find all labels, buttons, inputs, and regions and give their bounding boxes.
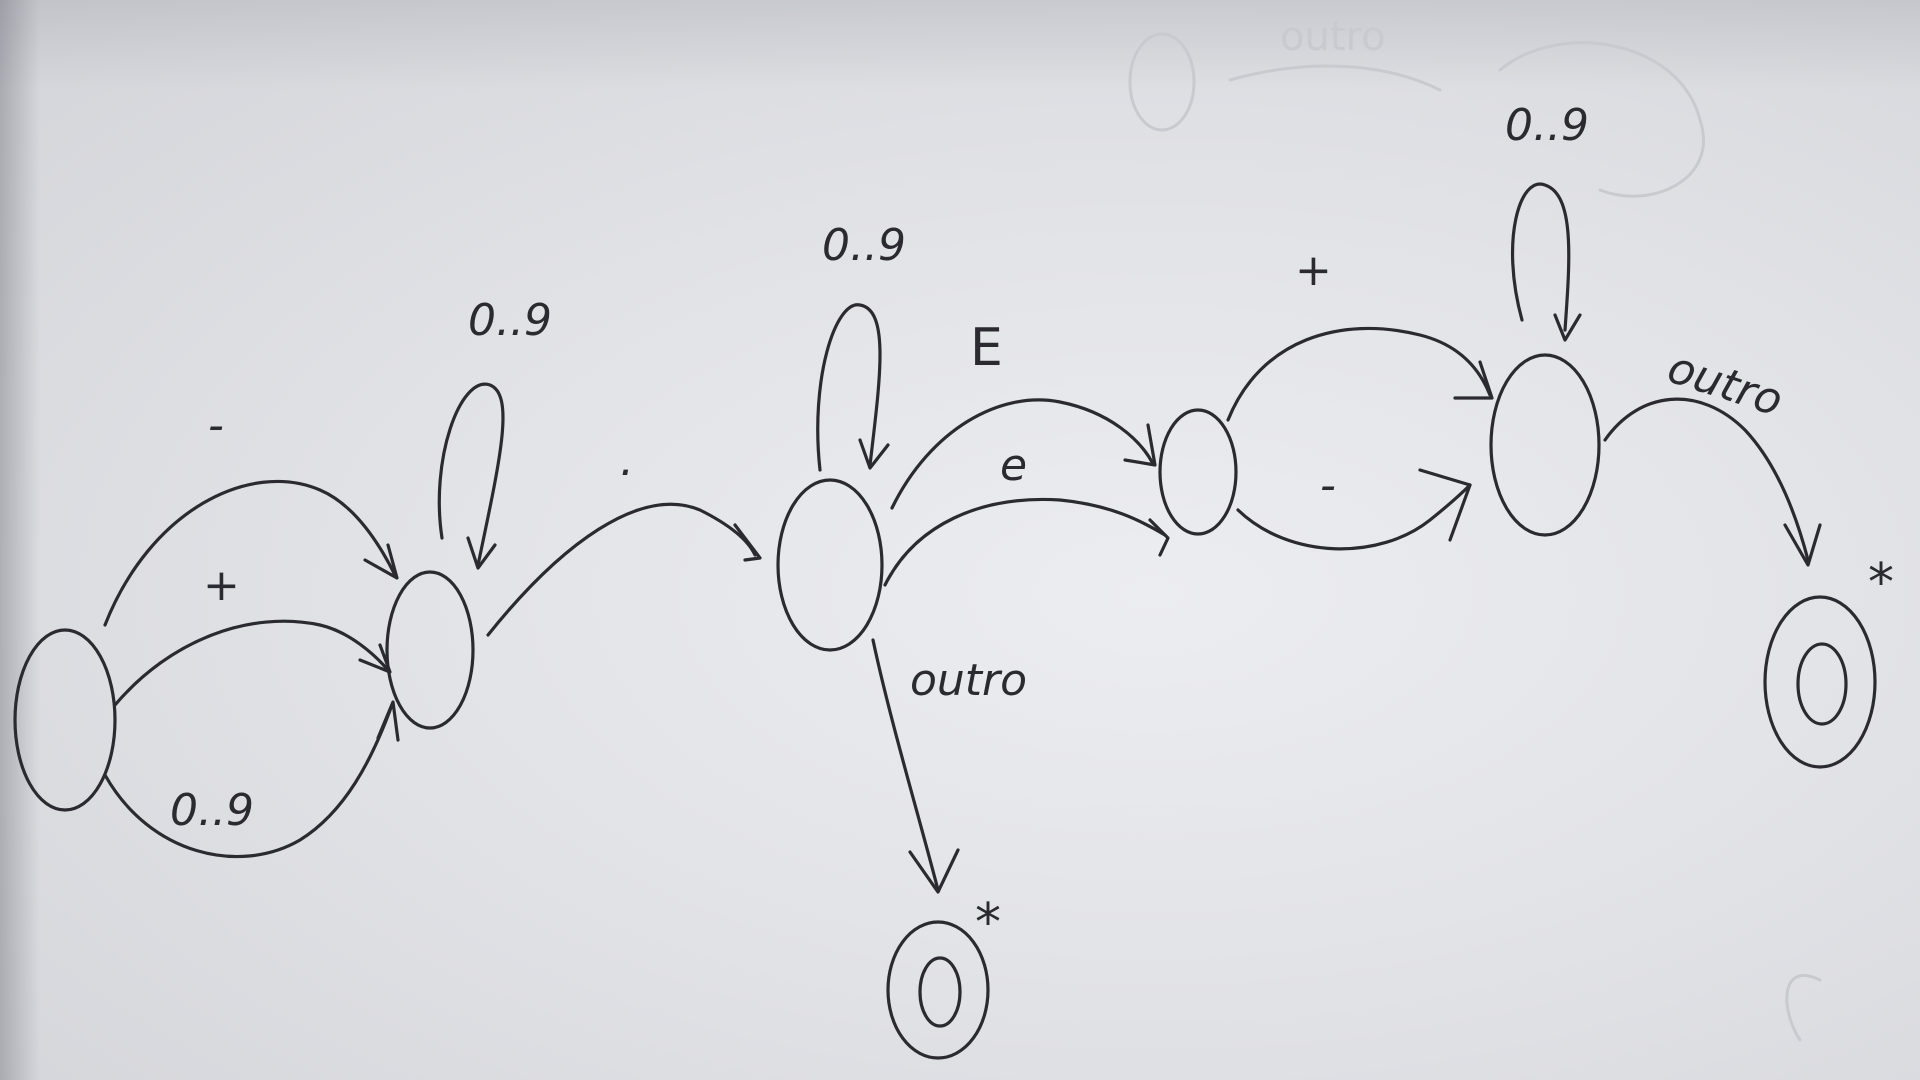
state-q6-accepting <box>1763 595 1877 769</box>
arrowhead-q4-q6-outro <box>1783 523 1822 567</box>
loop-q2 <box>816 303 882 472</box>
accept-mark-q6: * <box>1868 553 1894 613</box>
label-q0-q1-digit: 0..9 <box>170 785 254 836</box>
state-q2 <box>776 478 884 652</box>
label-loop-q1: 0..9 <box>468 295 552 346</box>
states: * * <box>13 353 1894 1060</box>
arrowhead-q1-q2-dot <box>733 523 762 562</box>
state-q6-inner <box>1796 642 1848 726</box>
state-q0 <box>13 628 117 812</box>
ghost-marks: outro <box>1128 14 1822 1042</box>
arrowhead-q0-q1-plus <box>358 643 392 674</box>
arrowhead-loop-q1 <box>466 536 497 570</box>
arrowhead-loop-q4 <box>1553 313 1582 342</box>
label-q3-q4-plus: + <box>1295 245 1332 296</box>
label-q2-q3-e: e <box>1000 440 1027 491</box>
loop-q1 <box>437 382 505 567</box>
ghost-label: outro <box>1280 14 1386 60</box>
edge-q0-q1-plus <box>113 619 390 707</box>
label-q3-q4-minus: - <box>1320 460 1336 511</box>
loop-q4 <box>1510 182 1571 332</box>
arrowhead-loop-q2 <box>858 438 890 470</box>
edge-q3-q4-plus <box>1226 326 1492 422</box>
arrowhead-q2-q3-E <box>1123 423 1157 467</box>
arrowhead-q0-q1-digit <box>376 700 400 742</box>
arrowhead-q3-q4-minus <box>1418 468 1472 542</box>
label-q0-q1-plus: + <box>203 560 240 611</box>
state-q1 <box>385 570 475 730</box>
edge-q2-q5-outro <box>871 638 940 892</box>
ghost-curve-2 <box>1785 973 1822 1042</box>
transitions: - + 0..9 0..9 . 0..9 E <box>103 100 1822 894</box>
edge-q3-q4-minus <box>1236 483 1472 551</box>
state-q5-outer <box>886 920 990 1060</box>
label-q2-q3-E: E <box>970 318 1003 378</box>
arrowhead-q2-q5-outro <box>908 848 960 894</box>
paper-shadow-left <box>0 0 40 1080</box>
state-q5-accepting <box>886 920 990 1060</box>
ghost-arrow <box>1228 64 1442 92</box>
edge-q0-q1-digit <box>103 703 394 859</box>
label-q2-q5-outro: outro <box>910 655 1027 706</box>
arrowhead-q2-q3-e <box>1148 518 1170 557</box>
edge-q2-q3-e <box>883 497 1167 587</box>
state-q5-inner <box>918 956 962 1028</box>
arrowhead-q3-q4-plus <box>1453 360 1494 400</box>
edge-q4-q6-outro <box>1603 397 1810 562</box>
state-q6-outer <box>1763 595 1877 769</box>
arrowhead-q0-q1-minus <box>363 543 399 580</box>
label-loop-q2: 0..9 <box>822 220 906 271</box>
edge-q2-q3-E <box>890 398 1154 510</box>
label-q0-q1-minus: - <box>208 400 224 451</box>
edge-q0-q1-minus <box>103 479 397 627</box>
accept-mark-q5: * <box>975 893 1001 953</box>
state-q3 <box>1158 408 1238 536</box>
label-loop-q4: 0..9 <box>1505 100 1589 151</box>
ghost-curve <box>1498 41 1705 198</box>
label-q1-q2-dot: . <box>620 435 634 486</box>
edge-q1-q2-dot <box>486 502 757 637</box>
ghost-state <box>1128 32 1196 132</box>
state-q4 <box>1489 353 1601 537</box>
